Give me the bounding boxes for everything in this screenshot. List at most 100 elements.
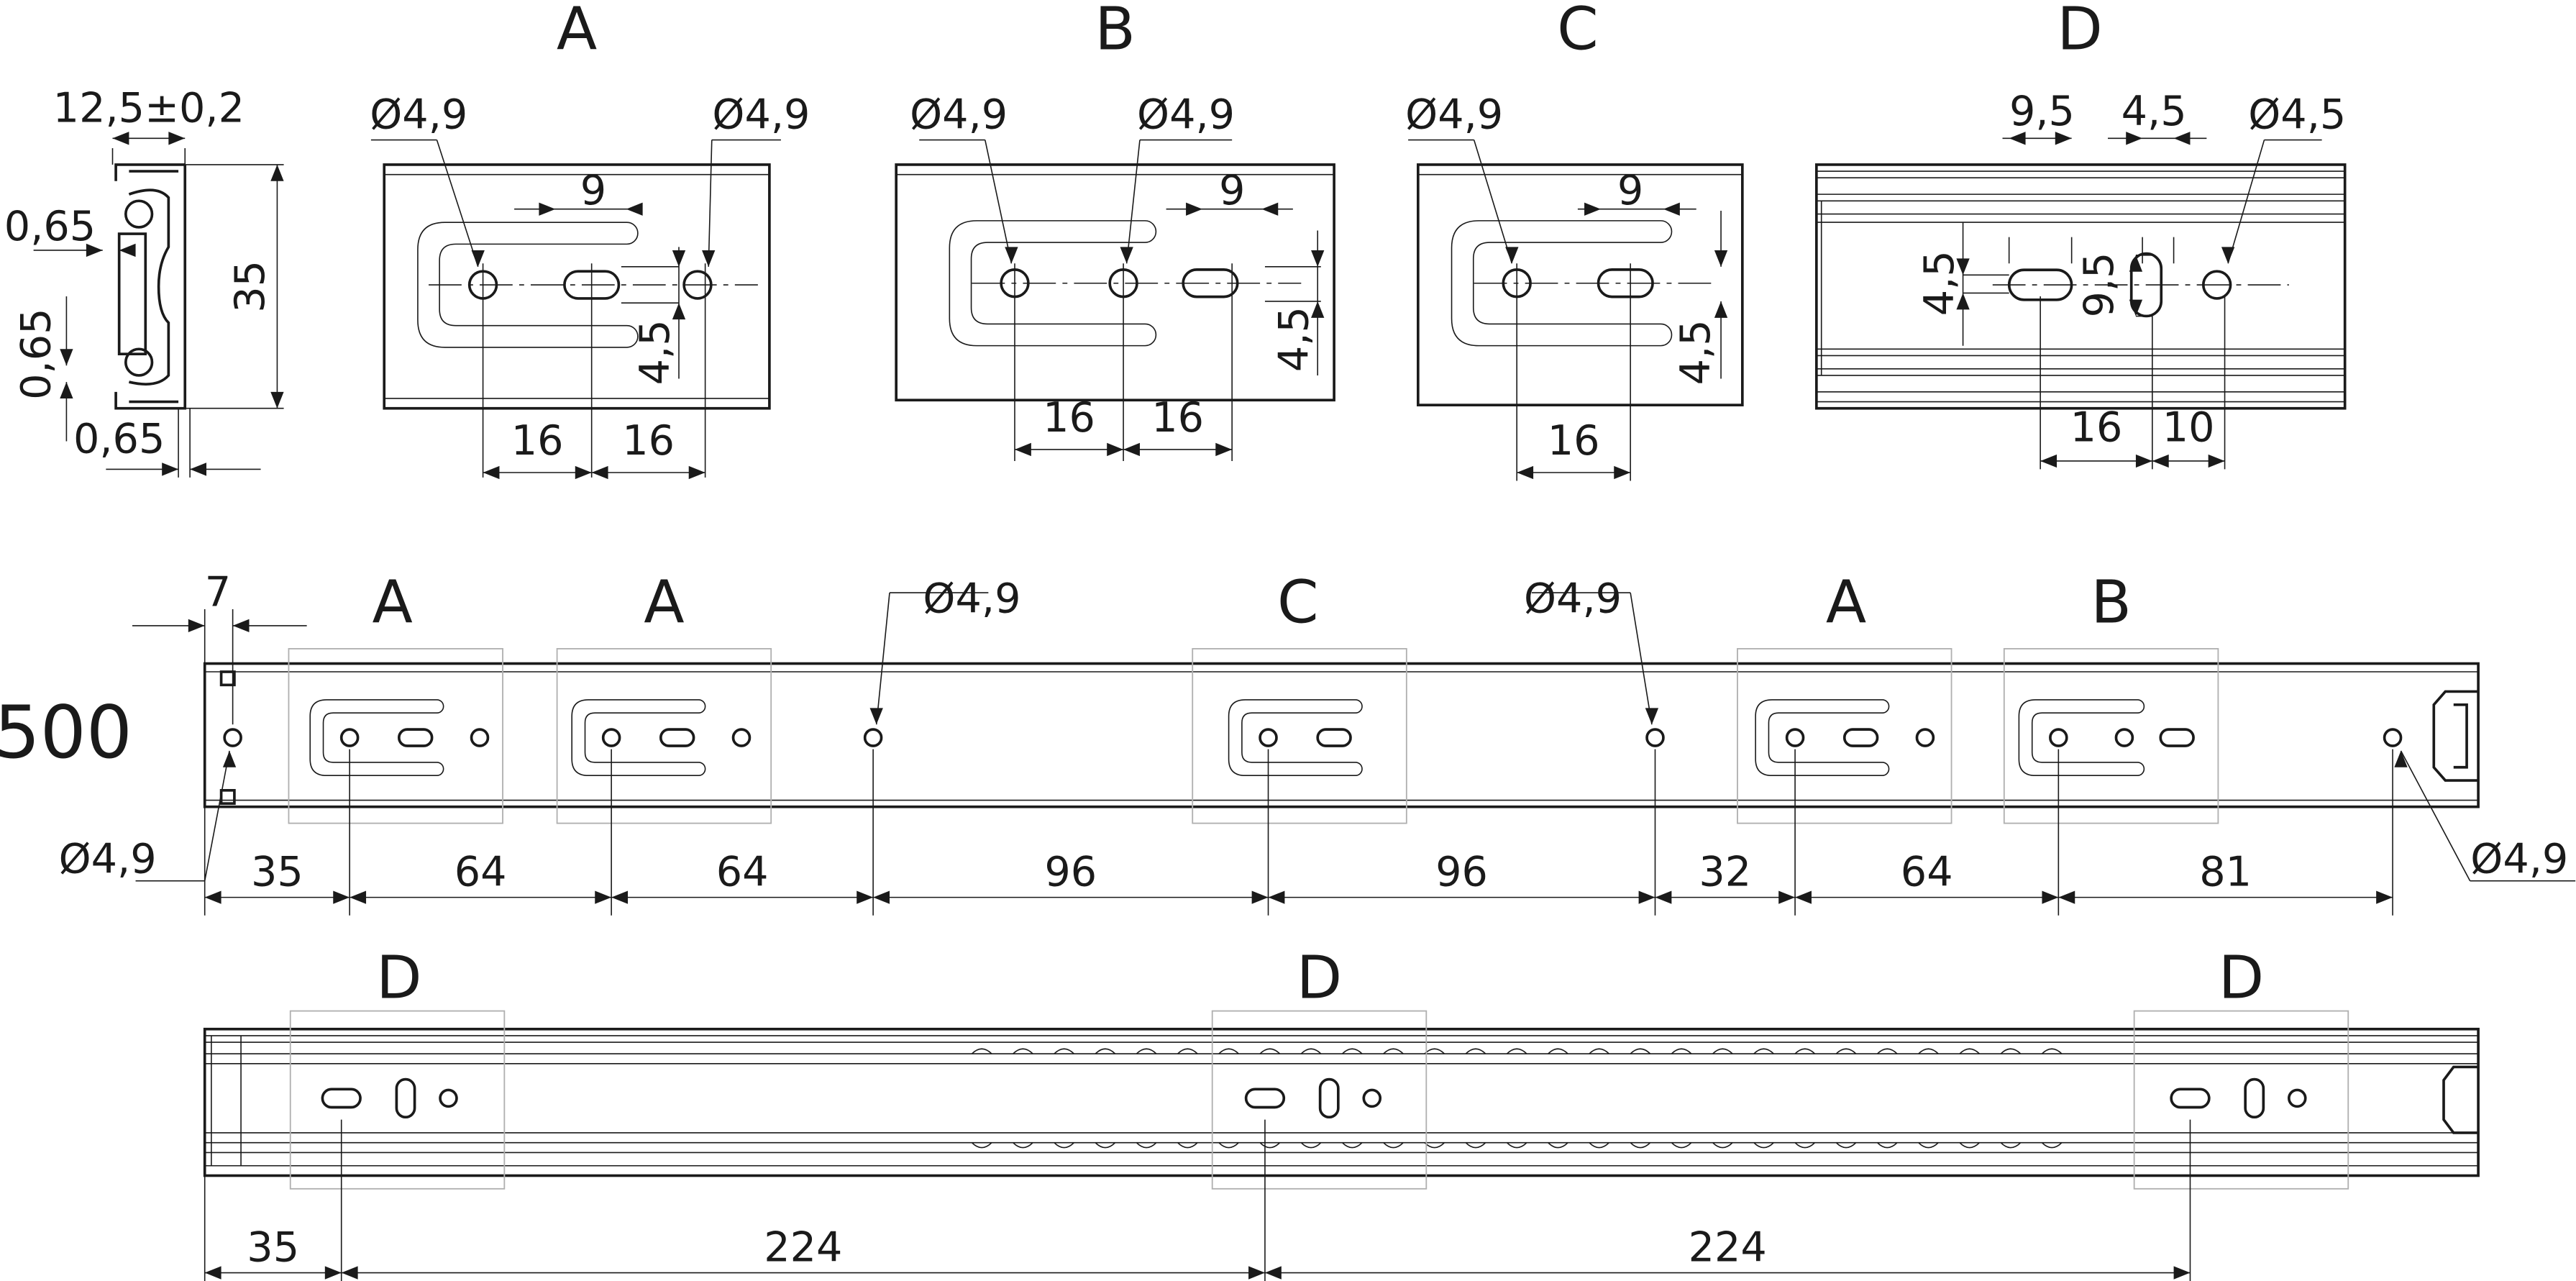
- arrow-head: [1123, 442, 1140, 457]
- u-bracket: [1229, 700, 1362, 775]
- slot-hole: [2170, 1088, 2211, 1109]
- round-hole: [339, 728, 360, 747]
- line: [2400, 750, 2471, 882]
- round-hole: [1259, 728, 1278, 747]
- arrow-head: [2173, 1266, 2191, 1280]
- slot-hole: [397, 728, 434, 747]
- arrow-head: [672, 303, 686, 320]
- arrow-head: [1014, 442, 1031, 457]
- dimension-label: A: [644, 568, 684, 637]
- arrow-head: [1311, 250, 1325, 267]
- round-hole: [1645, 728, 1665, 747]
- ball-cage: [1259, 1048, 1281, 1149]
- ball-cage: [1013, 1048, 1033, 1149]
- arrow-head: [204, 890, 221, 904]
- round-hole: [1785, 728, 1805, 747]
- dimension-label: 10: [2162, 404, 2215, 452]
- view-c-plate: [1417, 163, 1744, 406]
- dimension-label: 500: [0, 690, 132, 775]
- round-hole: [1362, 1088, 1382, 1108]
- dimension-label: Ø4,5: [2248, 91, 2346, 139]
- arrow-head: [270, 391, 284, 409]
- arrow-head: [2042, 890, 2059, 904]
- pattern-frame: [1192, 648, 1407, 824]
- arrow-head: [483, 465, 500, 480]
- arrow-head: [857, 890, 874, 904]
- arrow-head: [1956, 258, 1970, 275]
- arrow-head: [2126, 132, 2143, 145]
- pattern-frame: [1211, 1010, 1428, 1190]
- line: [985, 140, 1013, 264]
- dimension-label: 96: [1435, 849, 1488, 896]
- round-hole: [2049, 728, 2068, 747]
- slot-hole: [659, 728, 695, 747]
- arrow-head: [626, 202, 643, 216]
- slot-hole: [1842, 728, 1879, 747]
- dimension-label: D: [1297, 944, 1342, 1012]
- ball-cage: [1630, 1048, 1651, 1149]
- slot-hole: [2159, 728, 2195, 747]
- dimension-label: B: [2091, 568, 2132, 637]
- ball-cage: [2000, 1048, 2022, 1149]
- dimension-label: 16: [1043, 394, 1095, 442]
- arrow-head: [1107, 442, 1124, 457]
- arrow-head: [1251, 890, 1269, 904]
- arrow-head: [1005, 247, 1018, 264]
- dimension-label: 4,5: [631, 319, 679, 385]
- dimension-label: 35: [251, 849, 303, 896]
- ball-bearing: [124, 199, 154, 229]
- dimension-label: 0,65: [4, 203, 96, 250]
- slot-hole: [395, 1077, 416, 1119]
- arrow-head: [1795, 890, 1812, 904]
- arrow-head: [2009, 132, 2026, 145]
- arrow-head: [611, 890, 629, 904]
- ball-cage: [1095, 1048, 1116, 1149]
- ball-cage: [1218, 1048, 1239, 1149]
- u-bracket: [949, 221, 1156, 346]
- arrow-head: [873, 890, 890, 904]
- line: [436, 140, 479, 268]
- arrow-head: [1120, 247, 1133, 264]
- dimension-label: 9: [1219, 167, 1245, 214]
- u-bracket: [2019, 700, 2144, 775]
- arrow-head: [1311, 301, 1325, 318]
- arrow-head: [1268, 890, 1285, 904]
- dimension-label: 9: [580, 167, 606, 214]
- view-d-rail: [1815, 163, 2347, 410]
- ball-cage: [1177, 1048, 1198, 1149]
- arrow-head: [188, 619, 205, 633]
- dimension-label: 32: [1699, 849, 1751, 896]
- round-hole: [731, 728, 752, 747]
- round-hole: [223, 728, 242, 747]
- arrow-head: [688, 465, 705, 480]
- pattern-frame: [2133, 1010, 2349, 1190]
- arrow-head: [471, 250, 485, 267]
- section-inner-profile: [117, 188, 170, 386]
- u-bracket: [572, 700, 705, 775]
- slot-hole: [1316, 728, 1352, 747]
- arrow-head: [2135, 454, 2152, 468]
- dimension-label: C: [1277, 568, 1319, 637]
- arrow-head: [2208, 454, 2225, 468]
- line: [708, 140, 713, 267]
- arrow-head: [86, 243, 103, 257]
- dimension-label: 0,65: [13, 308, 60, 399]
- view-b-plate: [895, 163, 1335, 402]
- dimension-label: 224: [1689, 1224, 1767, 1272]
- section-outer-profile: [114, 163, 187, 410]
- dimension-label: Ø4,9: [923, 575, 1020, 623]
- dimension-label: 4,5: [1270, 306, 1317, 372]
- arrow-head: [2055, 132, 2072, 145]
- pattern-frame: [2003, 648, 2219, 824]
- arrow-head: [1584, 202, 1601, 216]
- u-bracket: [310, 700, 443, 775]
- u-bracket: [1755, 700, 1888, 775]
- line: [2227, 140, 2265, 264]
- arrow-head: [2221, 247, 2235, 264]
- ball-cage: [1794, 1048, 1816, 1149]
- dimension-label: Ø4,9: [712, 91, 810, 139]
- line: [1630, 592, 1653, 725]
- bottom-rail: [203, 1027, 2480, 1177]
- line: [204, 750, 230, 881]
